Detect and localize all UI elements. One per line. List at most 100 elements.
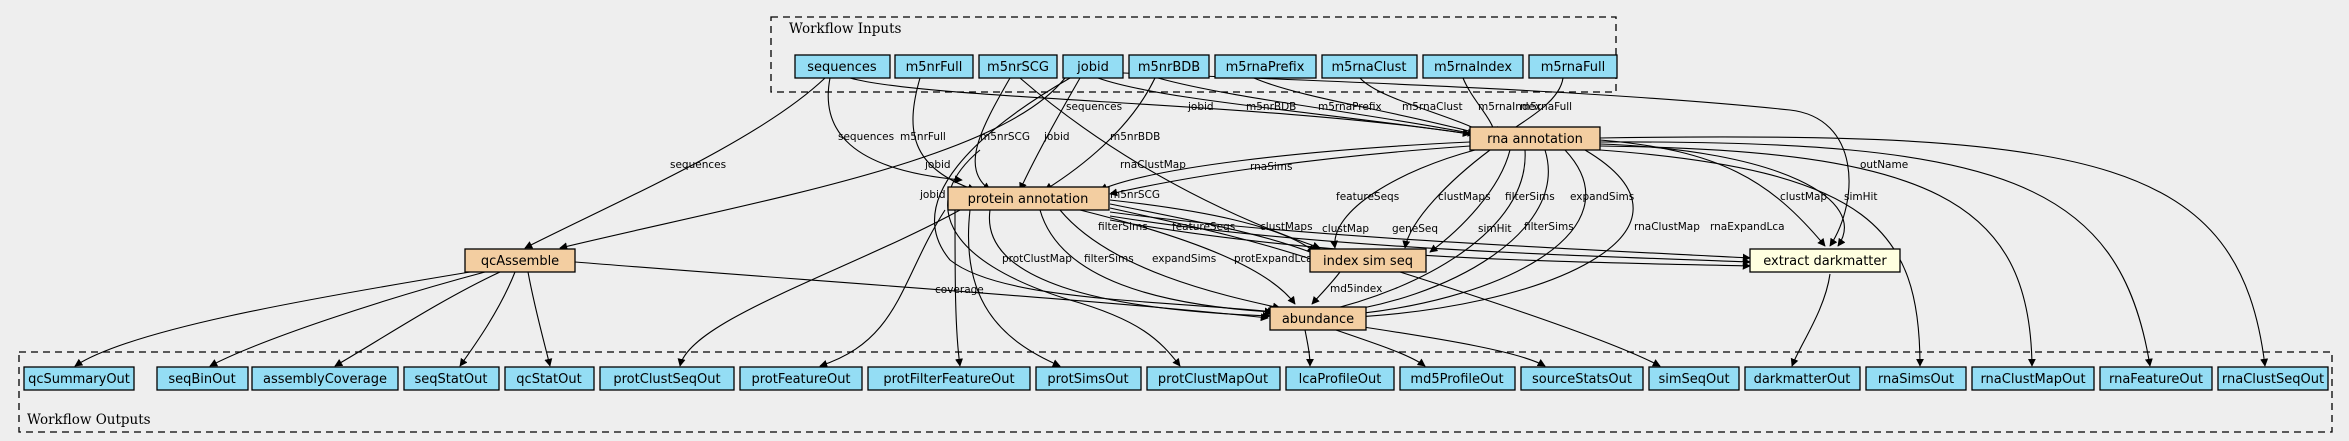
output-md5ProfileOut[interactable]: md5ProfileOut — [1399, 366, 1516, 391]
node-label: darkmatterOut — [1754, 372, 1851, 387]
edge-label: m5nrSCG — [1110, 189, 1160, 201]
edge-label: coverage — [935, 284, 984, 296]
input-m5nrBDB[interactable]: m5nrBDB — [1128, 54, 1210, 79]
output-protClustMapOut[interactable]: protClustMapOut — [1146, 366, 1281, 391]
output-rnaSimsOut[interactable]: rnaSimsOut — [1865, 366, 1967, 391]
edge-rna-to-rnaSimsOut — [1599, 149, 1924, 367]
edge-rna-to-rnaFeatureOut — [1599, 141, 2153, 367]
edge-label: sequences — [1066, 101, 1122, 113]
workflow-outputs-label: Workflow Outputs — [27, 412, 151, 428]
input-m5rnaIndex[interactable]: m5rnaIndex — [1422, 54, 1524, 79]
edge-label: clustMaps — [1260, 221, 1313, 233]
node-label: lcaProfileOut — [1299, 372, 1382, 387]
edge-prot-to-protClustSeqOut — [677, 209, 961, 367]
edge-label: geneSeq — [1392, 223, 1438, 235]
input-m5nrFull[interactable]: m5nrFull — [894, 54, 974, 79]
node-label: rnaClustMapOut — [1980, 372, 2085, 387]
output-simSeqOut[interactable]: simSeqOut — [1648, 366, 1740, 391]
workflow-outputs-cluster: Workflow Outputs — [18, 351, 2333, 433]
edge-label: expandSims — [1570, 191, 1634, 203]
node-label: sequences — [807, 60, 877, 75]
output-qcSummaryOut[interactable]: qcSummaryOut — [23, 366, 135, 391]
edge-sequences-to-prot: sequences — [827, 77, 963, 184]
edge-m5nrBDB-to-rna: m5nrBDB — [1157, 77, 1476, 137]
edge-label: m5nrSCG — [980, 131, 1030, 143]
edge-label: sequences — [670, 159, 726, 171]
step-index-sim-seq[interactable]: index sim seq — [1309, 248, 1427, 273]
input-sequences[interactable]: sequences — [794, 54, 891, 79]
edge-m5nrSCG-to-idx: m5nrSCG — [1019, 77, 1321, 250]
edge-rna-to-rnaClustSeqOut — [1599, 136, 2269, 367]
step-protein-annotation[interactable]: protein annotation — [947, 186, 1110, 211]
output-seqBinOut[interactable]: seqBinOut — [156, 366, 249, 391]
edge-prot-to-protSimsOut — [968, 209, 1061, 367]
output-lcaProfileOut[interactable]: lcaProfileOut — [1285, 366, 1395, 391]
output-protFilterFeatureOut[interactable]: protFilterFeatureOut — [867, 366, 1031, 391]
output-sourceStatsOut[interactable]: sourceStatsOut — [1520, 366, 1644, 391]
edge-rna-to-abund-filterSims: filterSims — [1319, 149, 1574, 315]
node-label: simSeqOut — [1658, 372, 1729, 387]
outputs-layer: qcSummaryOut seqBinOut assemblyCoverage … — [23, 366, 2329, 391]
node-label: m5nrBDB — [1138, 60, 1200, 75]
edge-jobid-to-qc: jobid — [559, 77, 1066, 251]
output-darkmatterOut[interactable]: darkmatterOut — [1744, 366, 1861, 391]
edge-rna-to-abund-rnaExpandLca: rnaExpandLca — [1334, 149, 1785, 322]
edge-label: clustMap — [1780, 191, 1827, 203]
edge-label: md5index — [1330, 283, 1382, 295]
input-m5nrSCG[interactable]: m5nrSCG — [978, 54, 1058, 79]
edge-prot-to-protFilterFeatureOut — [954, 209, 963, 367]
edge-rna-to-dark-simHit: simHit — [1599, 143, 1878, 247]
output-protClustSeqOut[interactable]: protClustSeqOut — [599, 366, 735, 391]
edge-label: m5rnaClust — [1402, 101, 1463, 113]
node-label: protFilterFeatureOut — [883, 372, 1014, 387]
output-rnaClustMapOut[interactable]: rnaClustMapOut — [1971, 366, 2095, 391]
output-protFeatureOut[interactable]: protFeatureOut — [739, 366, 863, 391]
edge-label: rnaSims — [1250, 161, 1293, 173]
edge-m5nrBDB-to-prot: m5nrBDB — [1044, 77, 1160, 191]
node-label: protein annotation — [968, 192, 1089, 207]
output-rnaFeatureOut[interactable]: rnaFeatureOut — [2099, 366, 2213, 391]
edge-rna-to-abund-rnaClustMap: rnaClustMap — [1329, 149, 1700, 320]
output-rnaClustSeqOut[interactable]: rnaClustSeqOut — [2217, 366, 2329, 391]
output-qcStatOut[interactable]: qcStatOut — [504, 366, 595, 391]
node-label: rnaSimsOut — [1878, 372, 1954, 387]
output-assemblyCoverage[interactable]: assemblyCoverage — [251, 366, 399, 391]
edge-qc-to-assemblyCoverage — [334, 271, 501, 367]
edge-label: protExpandLca — [1234, 253, 1313, 265]
edges-layer: sequences jobid m5nrBDB m5rnaPrefix m5rn… — [74, 71, 2269, 368]
node-label: protFeatureOut — [751, 372, 850, 387]
edge-label: m5nrBDB — [1246, 101, 1296, 113]
edge-label: jobid — [919, 189, 946, 201]
edge-m5nrSCG-to-prot: m5nrSCG — [974, 77, 1030, 191]
input-m5rnaPrefix[interactable]: m5rnaPrefix — [1214, 54, 1317, 79]
edge-jobid-to-abund: jobid — [919, 77, 1276, 316]
edge-rna-to-rnaClustMapOut — [1599, 145, 2036, 367]
step-extract-darkmatter[interactable]: extract darkmatter — [1749, 248, 1901, 273]
input-jobid[interactable]: jobid — [1062, 54, 1124, 79]
step-rna-annotation[interactable]: rna annotation — [1469, 126, 1601, 151]
step-abundance[interactable]: abundance — [1269, 306, 1367, 331]
edge-prot-to-dark-simHit: simHit — [1109, 219, 1751, 270]
output-protSimsOut[interactable]: protSimsOut — [1035, 366, 1142, 391]
edge-prot-to-abund-expandSims: expandSims — [1059, 209, 1281, 311]
node-label: index sim seq — [1323, 254, 1413, 269]
output-seqStatOut[interactable]: seqStatOut — [403, 366, 500, 391]
node-label: protClustMapOut — [1158, 372, 1268, 387]
input-m5rnaClust[interactable]: m5rnaClust — [1321, 54, 1418, 79]
input-m5rnaFull[interactable]: m5rnaFull — [1528, 54, 1618, 79]
edge-abund-to-md5ProfileOut — [1329, 327, 1426, 367]
edge-prot-to-abund-filterSims: filterSims — [1039, 209, 1273, 316]
edge-label: clustMap — [1322, 223, 1369, 235]
edge-label: jobid — [1043, 131, 1070, 143]
edge-label: m5rnaIndex — [1478, 101, 1541, 113]
node-label: md5ProfileOut — [1410, 372, 1503, 387]
edge-label: simHit — [1478, 223, 1512, 235]
edge-qc-to-qcStatOut — [527, 271, 553, 367]
edge-prot-to-dark-geneSeq: geneSeq — [1109, 215, 1751, 266]
step-qcAssemble[interactable]: qcAssemble — [464, 248, 576, 273]
edge-label: m5nrFull — [900, 131, 946, 143]
edge-jobid-to-rna: jobid — [1097, 77, 1471, 137]
edge-idx-to-abund: md5index — [1311, 271, 1382, 305]
edge-label: expandSims — [1152, 253, 1216, 265]
